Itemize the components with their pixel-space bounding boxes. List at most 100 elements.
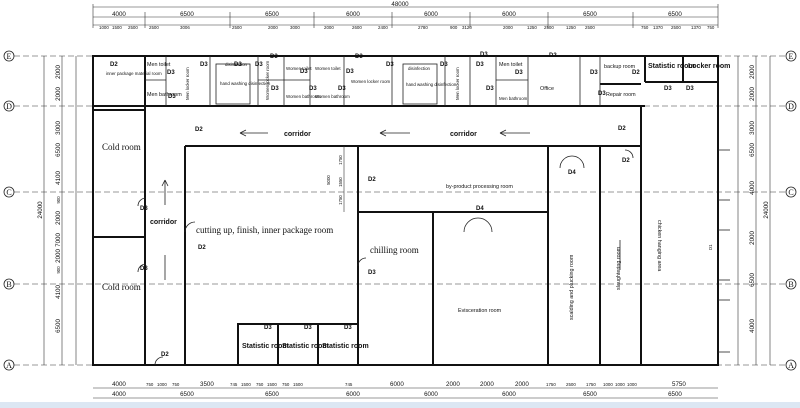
top-dimension-lines: 48000 4000 6500 6500 6000 6000 6000 6500… bbox=[92, 1, 719, 30]
bottom-dim-1: 4000 bbox=[112, 391, 126, 398]
door-tag: D3 bbox=[140, 206, 148, 212]
top-dim-4: 6000 bbox=[346, 11, 360, 18]
right-dim-9: 4000 bbox=[749, 319, 756, 333]
bottom-dim-2: 6500 bbox=[180, 391, 194, 398]
bottom-sub-20: 1000 bbox=[603, 382, 613, 387]
grid-axis-markers: E D C B A E D C B A bbox=[3, 50, 797, 371]
room-office: Office bbox=[540, 86, 554, 92]
room-women-bathroom-right: Women bathroom bbox=[315, 94, 350, 99]
bottom-sub-23: 5750 bbox=[672, 381, 686, 388]
door-tag: D1 bbox=[708, 244, 713, 250]
door-tag: D3 bbox=[476, 62, 484, 68]
right-dim-4: 6500 bbox=[749, 143, 756, 157]
bottom-sub-17: 1750 bbox=[546, 382, 556, 387]
door-tag: D3 bbox=[344, 325, 352, 331]
top-sub-6: 2500 bbox=[232, 25, 242, 30]
bottom-sub-14: 2000 bbox=[446, 381, 460, 388]
door-tag: D4 bbox=[476, 206, 484, 212]
door-tag: D3 bbox=[264, 325, 272, 331]
axis-a-right: A bbox=[788, 361, 794, 370]
door-tag: D3 bbox=[167, 70, 175, 76]
left-dim-3: 3000 bbox=[55, 121, 62, 135]
door-tag: D3 bbox=[486, 86, 494, 92]
room-inner-package-material: inner package material room bbox=[106, 71, 162, 76]
door-tag: D2 bbox=[198, 245, 206, 251]
label-corridor-vertical: corridor bbox=[150, 219, 177, 226]
bottom-dimension-lines: 4000 750 1000 750 3500 745 1500 750 1500… bbox=[93, 381, 718, 399]
top-sub-2: 1500 bbox=[112, 25, 122, 30]
top-sub-23: 1370 bbox=[691, 25, 701, 30]
bottom-sub-1: 4000 bbox=[112, 381, 126, 388]
bottom-sub-4: 750 bbox=[172, 382, 180, 387]
left-dim-6: 900 bbox=[56, 196, 61, 204]
door-tag: D3 bbox=[440, 62, 448, 68]
bottom-sub-18: 2500 bbox=[566, 382, 576, 387]
room-hand-washing-2: hand washing disinfection bbox=[406, 82, 457, 87]
top-dim-1: 4000 bbox=[112, 11, 126, 18]
room-evisceration: Evisceration room bbox=[458, 308, 502, 314]
room-byproduct: by-product processing room bbox=[446, 184, 513, 190]
top-dim-3: 6500 bbox=[265, 11, 279, 18]
axis-d-left: D bbox=[6, 102, 12, 111]
room-women-locker-1: Women locker room bbox=[265, 60, 270, 100]
bottom-dim-4: 6000 bbox=[346, 391, 360, 398]
room-men-toilet-left: Men toilet bbox=[147, 62, 171, 68]
door-tag: D2 bbox=[195, 127, 203, 133]
room-cold-2: Cold room bbox=[102, 282, 141, 292]
top-dim-6: 6000 bbox=[502, 11, 516, 18]
door-tag: D3 bbox=[664, 86, 672, 92]
bottom-sub-8: 750 bbox=[256, 382, 264, 387]
door-tag: D3 bbox=[168, 94, 176, 100]
door-tag: D3 bbox=[304, 325, 312, 331]
top-dim-7: 6500 bbox=[583, 11, 597, 18]
door-tag: D3 bbox=[338, 86, 346, 92]
room-chicken-hanging: chicken hanging area bbox=[656, 220, 662, 271]
door-tag: D3 bbox=[355, 54, 363, 60]
door-tag: D3 bbox=[590, 70, 598, 76]
overall-width-dim: 48000 bbox=[391, 1, 409, 8]
door-tag: D2 bbox=[622, 158, 630, 164]
door-tag: D3 bbox=[140, 266, 148, 272]
room-statistic-3: Statistic room bbox=[322, 343, 369, 350]
door-tag: D3 bbox=[200, 62, 208, 68]
left-dim-2: 2000 bbox=[55, 87, 62, 101]
left-dim-9: 2000 bbox=[55, 249, 62, 263]
room-women-locker-2: Women locker room bbox=[351, 79, 391, 84]
right-dim-2: 2000 bbox=[749, 87, 756, 101]
left-dim-12: 6500 bbox=[55, 319, 62, 333]
right-dim-1: 2000 bbox=[749, 65, 756, 79]
top-sub-5: 3006 bbox=[180, 25, 190, 30]
door-tag: D3 bbox=[480, 52, 488, 58]
left-dim-7: 2000 bbox=[55, 211, 62, 225]
top-sub-8: 3000 bbox=[290, 25, 300, 30]
label-corridor-1: corridor bbox=[284, 131, 311, 138]
door-tag: D2 bbox=[549, 53, 557, 59]
left-dim-4: 6500 bbox=[55, 143, 62, 157]
inner-dim-1: 1750 bbox=[338, 155, 343, 165]
bottom-sub-10: 750 bbox=[282, 382, 290, 387]
room-men-locker-left: Men locker room bbox=[185, 67, 190, 100]
door-tag: D2 bbox=[161, 352, 169, 358]
top-sub-13: 900 bbox=[450, 25, 458, 30]
room-men-locker-right: Men locker room bbox=[455, 67, 460, 100]
left-dim-8: 7000 bbox=[55, 233, 62, 247]
bottom-sub-12: 745 bbox=[345, 382, 353, 387]
right-dim-8: 6500 bbox=[749, 273, 756, 287]
top-sub-15: 2000 bbox=[503, 25, 513, 30]
bottom-sub-22: 1000 bbox=[627, 382, 637, 387]
left-dimension-lines: 24000 2000 2000 3000 6500 4100 900 2000 … bbox=[37, 56, 77, 365]
left-dim-5: 4100 bbox=[55, 171, 62, 185]
bottom-sub-7: 1500 bbox=[241, 382, 251, 387]
top-sub-11: 2400 bbox=[378, 25, 388, 30]
room-labels: inner package material room Men toilet M… bbox=[102, 60, 730, 350]
top-sub-7: 2000 bbox=[268, 25, 278, 30]
top-sub-3: 2500 bbox=[128, 25, 138, 30]
axis-c-left: C bbox=[6, 188, 11, 197]
left-dim-11: 4100 bbox=[55, 285, 62, 299]
door-swings bbox=[137, 149, 634, 366]
door-tag: D3 bbox=[300, 69, 308, 75]
right-dim-7: 2000 bbox=[749, 231, 756, 245]
bottom-sub-16: 2000 bbox=[515, 381, 529, 388]
bottom-dim-6: 6000 bbox=[502, 391, 516, 398]
left-dim-1: 2000 bbox=[55, 65, 62, 79]
